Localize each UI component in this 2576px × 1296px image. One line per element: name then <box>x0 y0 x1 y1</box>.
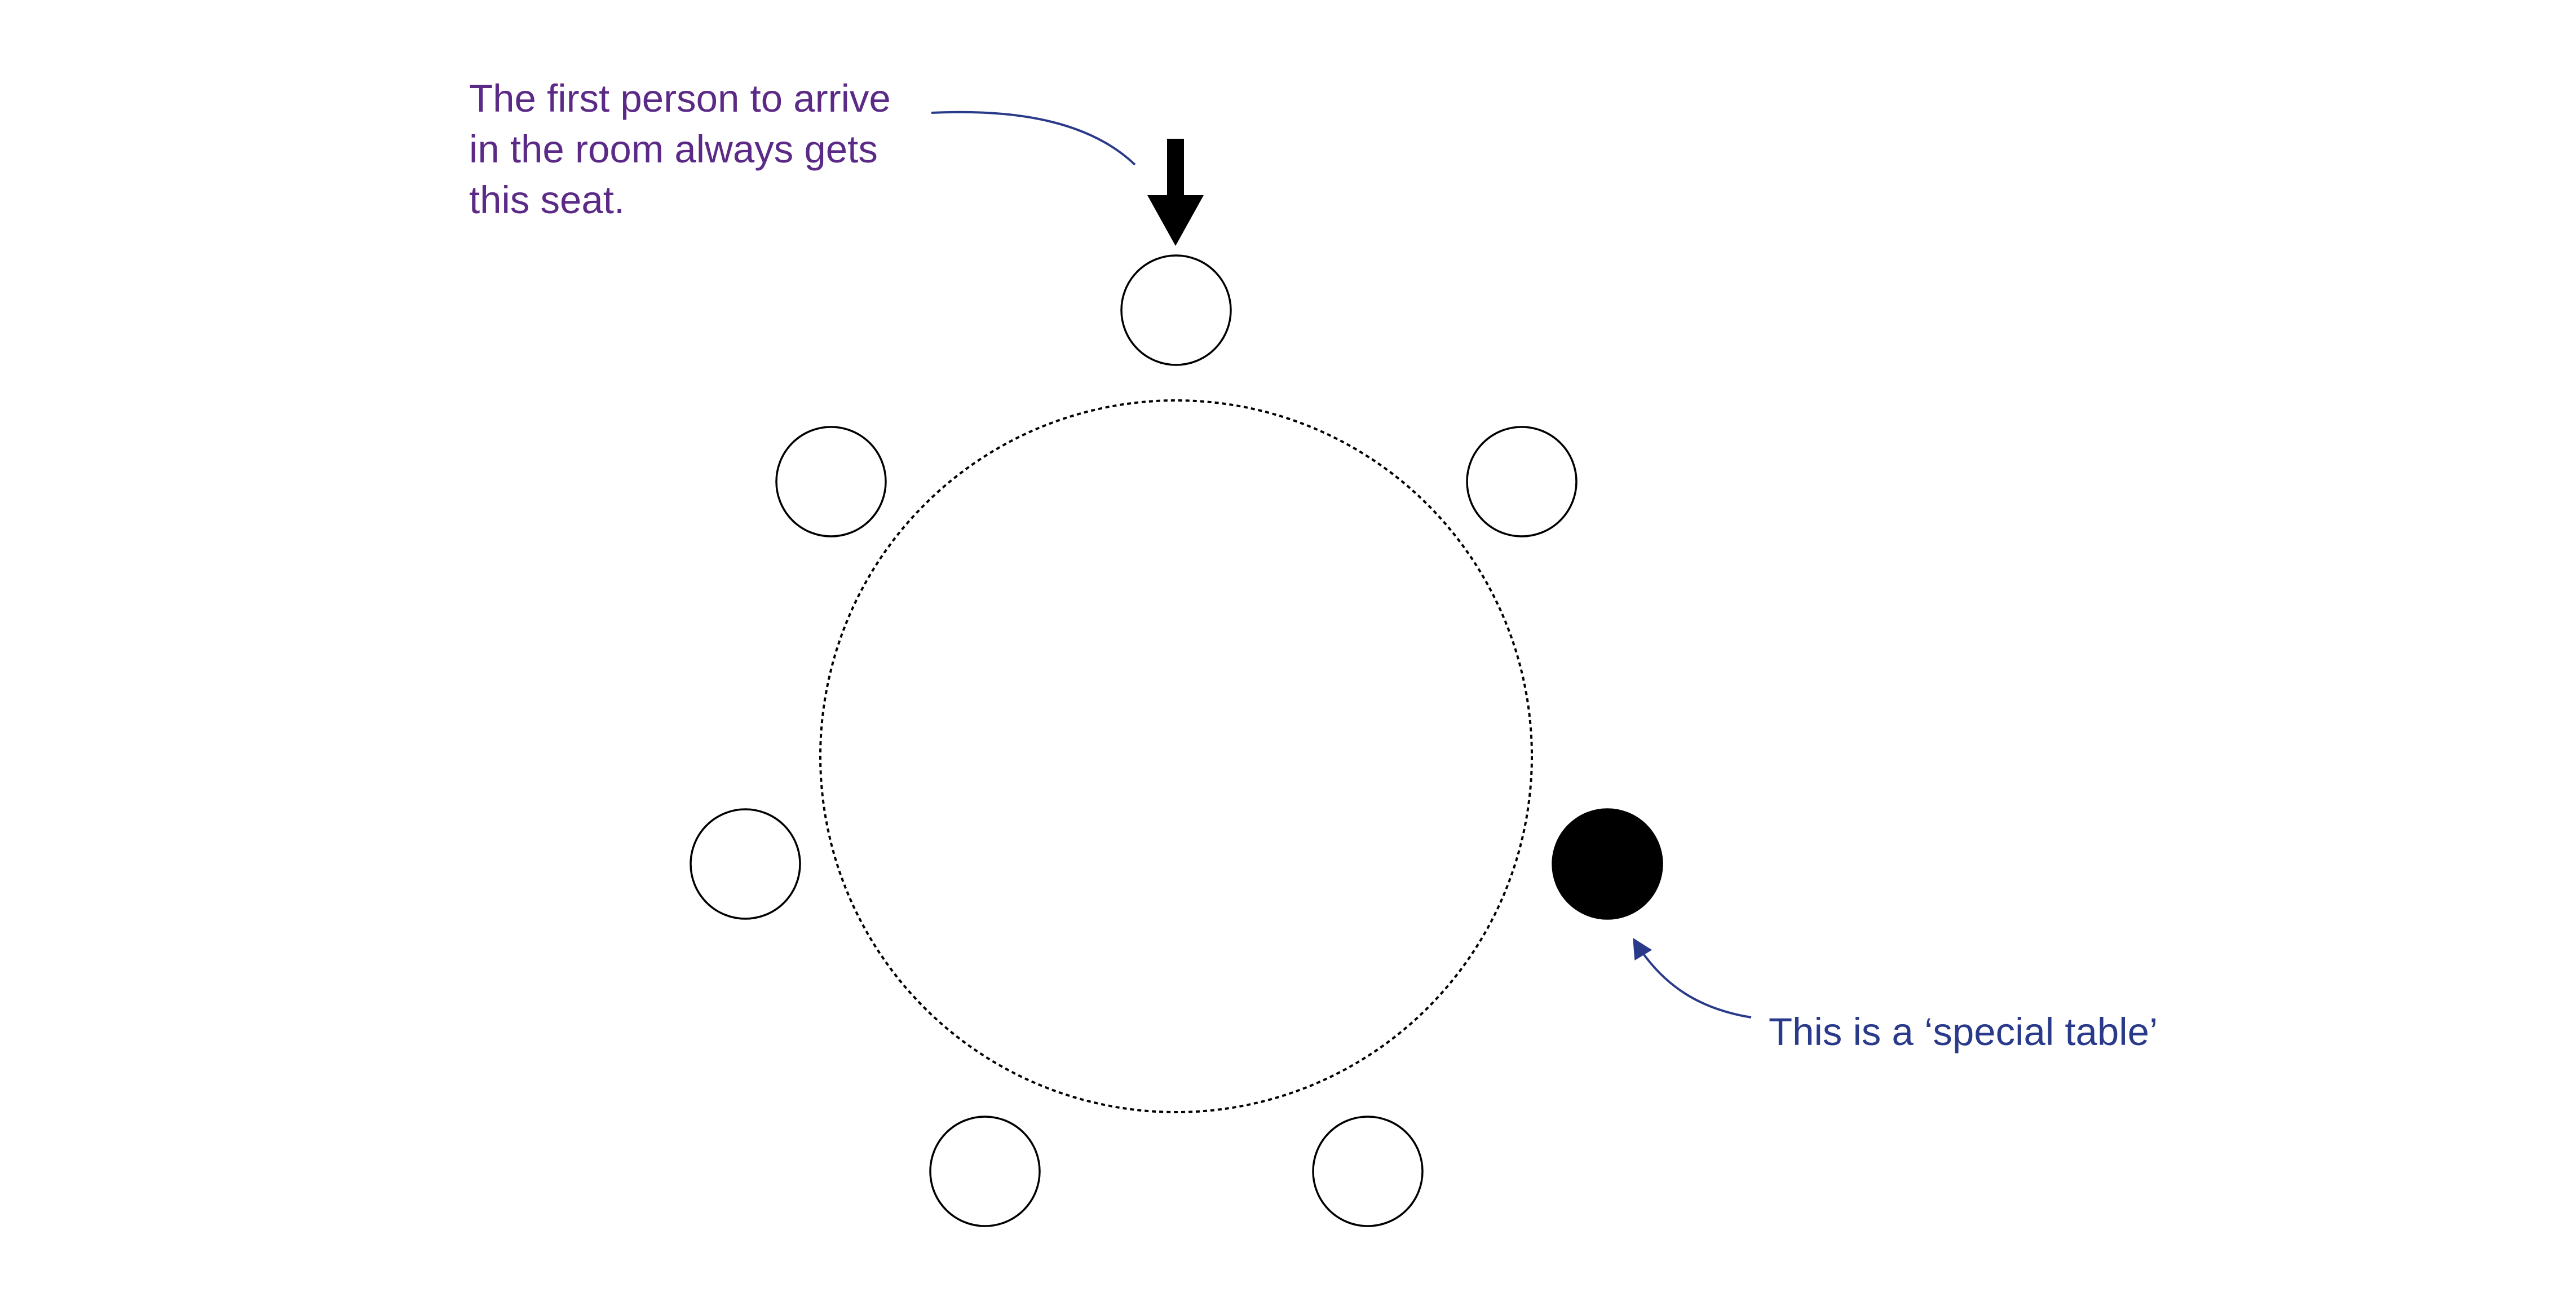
seat-lower-left <box>929 1116 1041 1227</box>
curved-pointer-arrow-icon <box>1633 937 1752 1019</box>
arrow-down-icon <box>1147 139 1204 246</box>
special-table-note: This is a ‘special table’ <box>1769 1010 2158 1053</box>
first-seat-note: The first person to arrive in the room a… <box>469 77 902 222</box>
seat-upper-right <box>1466 426 1578 537</box>
first-seat-note-line-3: this seat. <box>469 178 625 222</box>
seat-upper-left <box>775 426 887 537</box>
seat-special <box>1552 808 1663 920</box>
first-seat-note-line-1: The first person to arrive <box>469 77 891 120</box>
first-seat-note-line-2: in the room always gets <box>469 127 878 171</box>
seat-lower-right <box>1312 1116 1424 1227</box>
first-seat-connector <box>931 111 1136 166</box>
round-table <box>819 399 1533 1113</box>
seat-left <box>690 808 801 920</box>
seat-top <box>1120 254 1232 366</box>
